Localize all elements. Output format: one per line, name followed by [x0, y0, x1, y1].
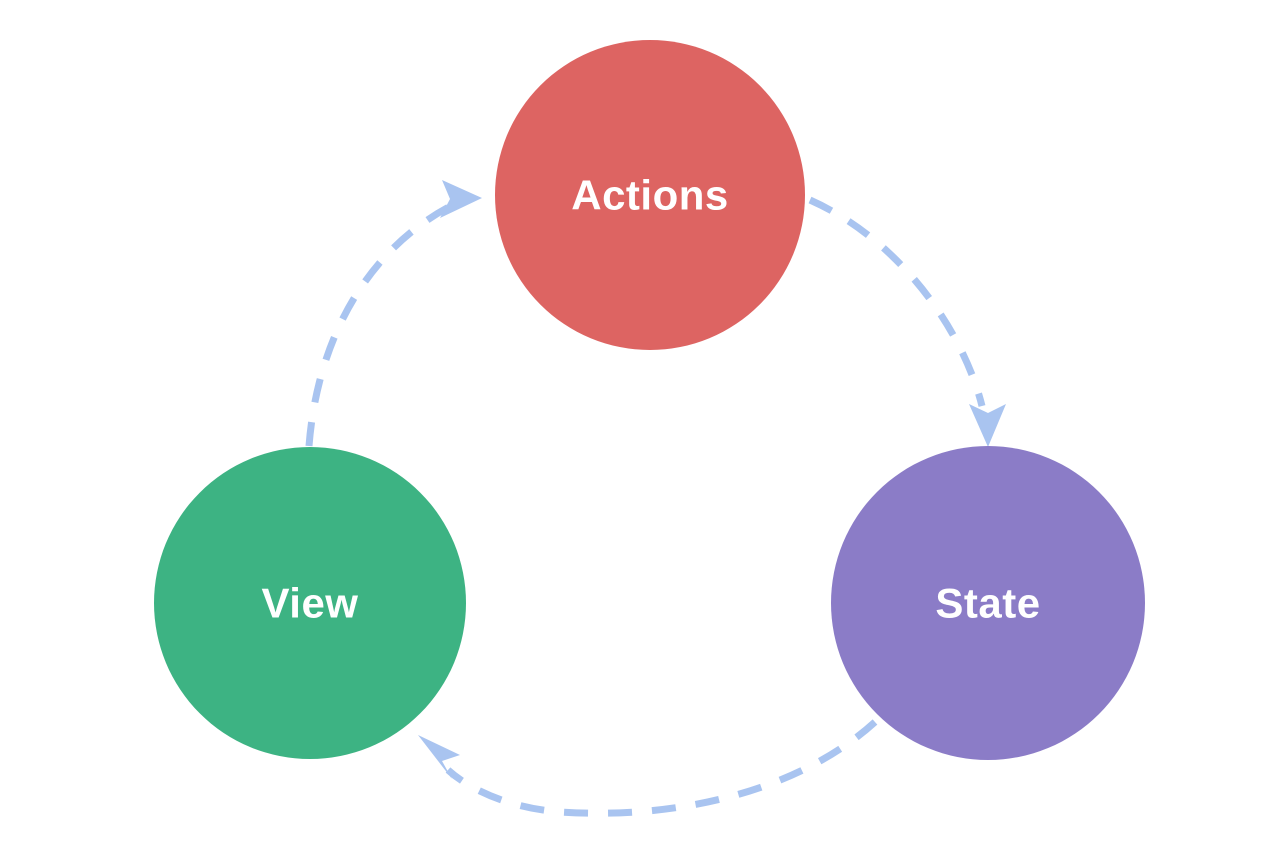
arrowhead-view-to-actions [440, 180, 482, 218]
node-group: Actions View State [154, 40, 1145, 760]
node-state-label: State [935, 580, 1040, 627]
edge-view-to-actions [305, 196, 465, 447]
node-actions[interactable]: Actions [495, 40, 805, 350]
node-actions-label: Actions [571, 172, 729, 219]
edge-actions-to-state [808, 196, 986, 407]
node-view-circle[interactable] [154, 447, 466, 759]
node-view-label: View [262, 580, 359, 627]
node-state[interactable]: State [831, 446, 1145, 760]
edge-group [305, 180, 1006, 817]
node-actions-circle[interactable] [495, 40, 805, 350]
arrowhead-actions-to-state [969, 404, 1006, 447]
edge-state-to-view [445, 719, 878, 817]
node-view[interactable]: View [154, 447, 466, 759]
node-state-circle[interactable] [831, 446, 1145, 760]
arrowhead-state-to-view [418, 735, 460, 779]
